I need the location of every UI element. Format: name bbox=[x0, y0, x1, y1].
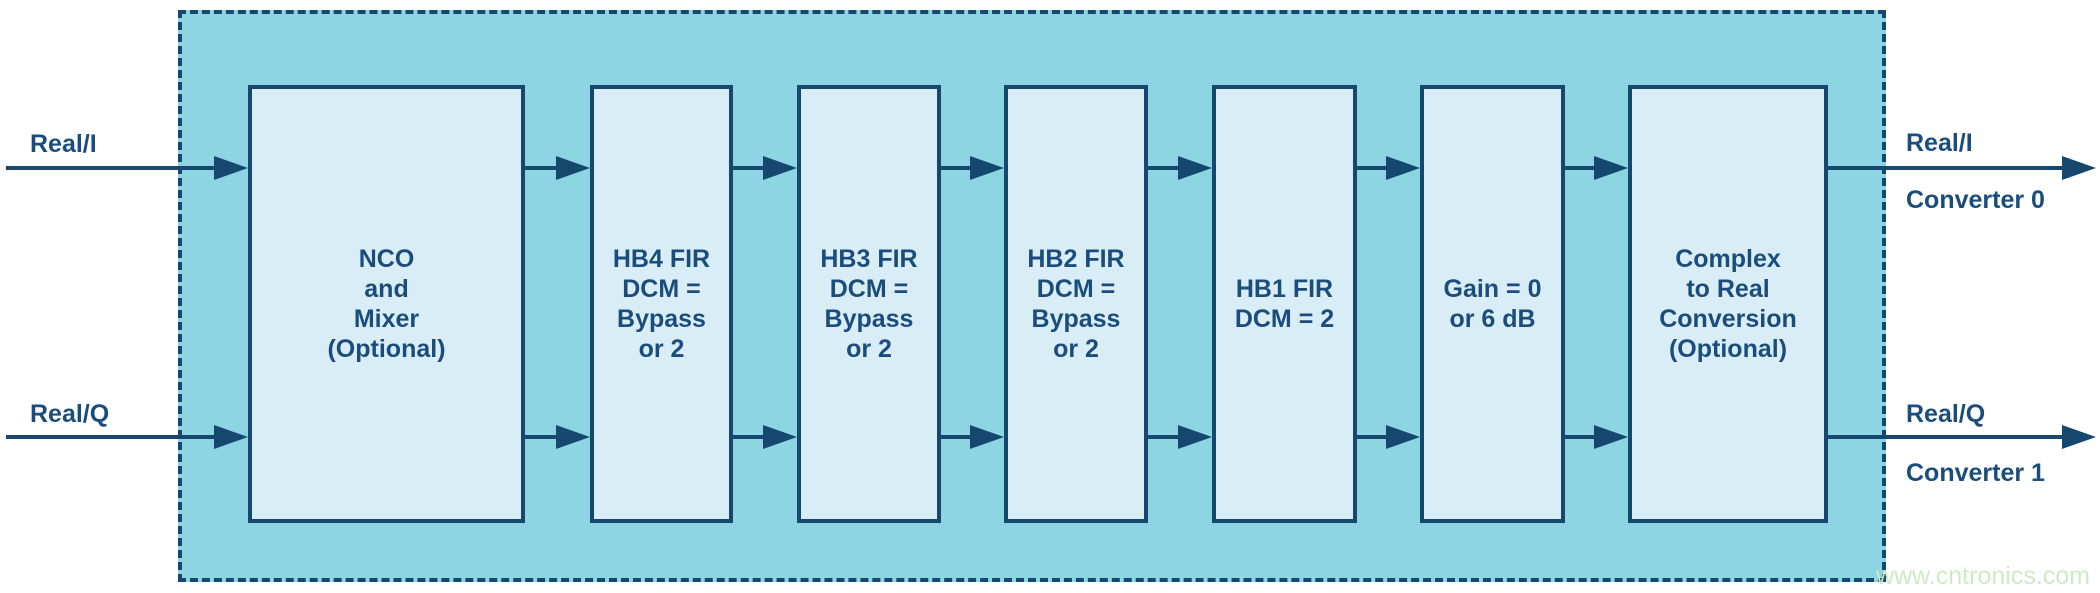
arrow-i-hb3-to-hb2 bbox=[941, 156, 1004, 180]
arrow-shaft bbox=[6, 166, 230, 170]
output-label-converter-0: Converter 0 bbox=[1906, 186, 2045, 214]
arrow-head-icon bbox=[556, 425, 590, 449]
arrow-shaft bbox=[6, 435, 230, 439]
arrow-head-icon bbox=[2062, 425, 2096, 449]
arrow-shaft bbox=[733, 166, 779, 170]
arrow-input-i bbox=[6, 156, 248, 180]
arrow-output-i bbox=[1828, 156, 2096, 180]
arrow-shaft bbox=[1357, 435, 1402, 439]
arrow-q-hb4-to-hb3 bbox=[733, 425, 797, 449]
arrow-i-hb2-to-hb1 bbox=[1148, 156, 1212, 180]
arrow-shaft bbox=[733, 435, 779, 439]
arrow-shaft bbox=[1565, 435, 1610, 439]
arrow-shaft bbox=[1828, 166, 2078, 170]
arrow-q-nco-to-hb4 bbox=[525, 425, 590, 449]
output-label-real-q: Real/Q bbox=[1906, 400, 1986, 428]
arrow-head-icon bbox=[970, 156, 1004, 180]
arrow-head-icon bbox=[214, 425, 248, 449]
arrow-shaft bbox=[941, 166, 986, 170]
arrow-head-icon bbox=[970, 425, 1004, 449]
arrow-input-q bbox=[6, 425, 248, 449]
arrow-shaft bbox=[525, 435, 572, 439]
arrow-q-hb2-to-hb1 bbox=[1148, 425, 1212, 449]
arrow-head-icon bbox=[2062, 156, 2096, 180]
arrow-i-nco-to-hb4 bbox=[525, 156, 590, 180]
arrow-shaft bbox=[1148, 166, 1194, 170]
arrow-shaft bbox=[1148, 435, 1194, 439]
arrow-head-icon bbox=[1594, 425, 1628, 449]
arrow-output-q bbox=[1828, 425, 2096, 449]
arrow-shaft bbox=[525, 166, 572, 170]
arrow-head-icon bbox=[1178, 425, 1212, 449]
arrow-q-gain-to-c2r bbox=[1565, 425, 1628, 449]
arrow-i-hb4-to-hb3 bbox=[733, 156, 797, 180]
arrow-i-gain-to-c2r bbox=[1565, 156, 1628, 180]
arrow-shaft bbox=[941, 435, 986, 439]
arrow-head-icon bbox=[214, 156, 248, 180]
arrow-head-icon bbox=[1386, 156, 1420, 180]
arrow-i-hb1-to-gain bbox=[1357, 156, 1420, 180]
arrow-head-icon bbox=[763, 156, 797, 180]
watermark-text: www.cntronics.com bbox=[1876, 562, 2090, 590]
output-label-converter-1: Converter 1 bbox=[1906, 459, 2045, 487]
arrow-shaft bbox=[1357, 166, 1402, 170]
arrow-shaft bbox=[1565, 166, 1610, 170]
arrow-shaft bbox=[1828, 435, 2078, 439]
arrow-q-hb1-to-gain bbox=[1357, 425, 1420, 449]
input-label-real-q: Real/Q bbox=[30, 400, 110, 428]
arrow-q-hb3-to-hb2 bbox=[941, 425, 1004, 449]
output-label-real-i: Real/I bbox=[1906, 129, 1973, 157]
arrow-head-icon bbox=[1386, 425, 1420, 449]
arrow-head-icon bbox=[1178, 156, 1212, 180]
arrow-head-icon bbox=[763, 425, 797, 449]
arrow-head-icon bbox=[556, 156, 590, 180]
arrow-head-icon bbox=[1594, 156, 1628, 180]
input-label-real-i: Real/I bbox=[30, 130, 97, 158]
